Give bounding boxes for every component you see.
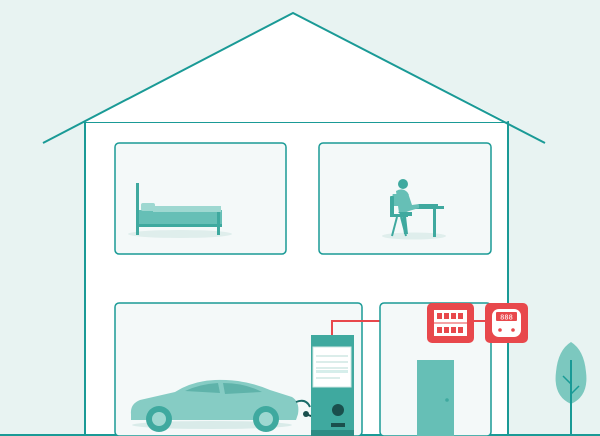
house-roof-fill [85,13,508,122]
breaker-panel-icon [427,303,474,343]
energy-meter-icon: 888 [485,303,528,343]
meter-display: 888 [500,314,513,322]
tree-icon [556,342,587,434]
door-icon [417,360,454,436]
room-bedroom [115,143,286,254]
room-home-office [319,143,491,254]
